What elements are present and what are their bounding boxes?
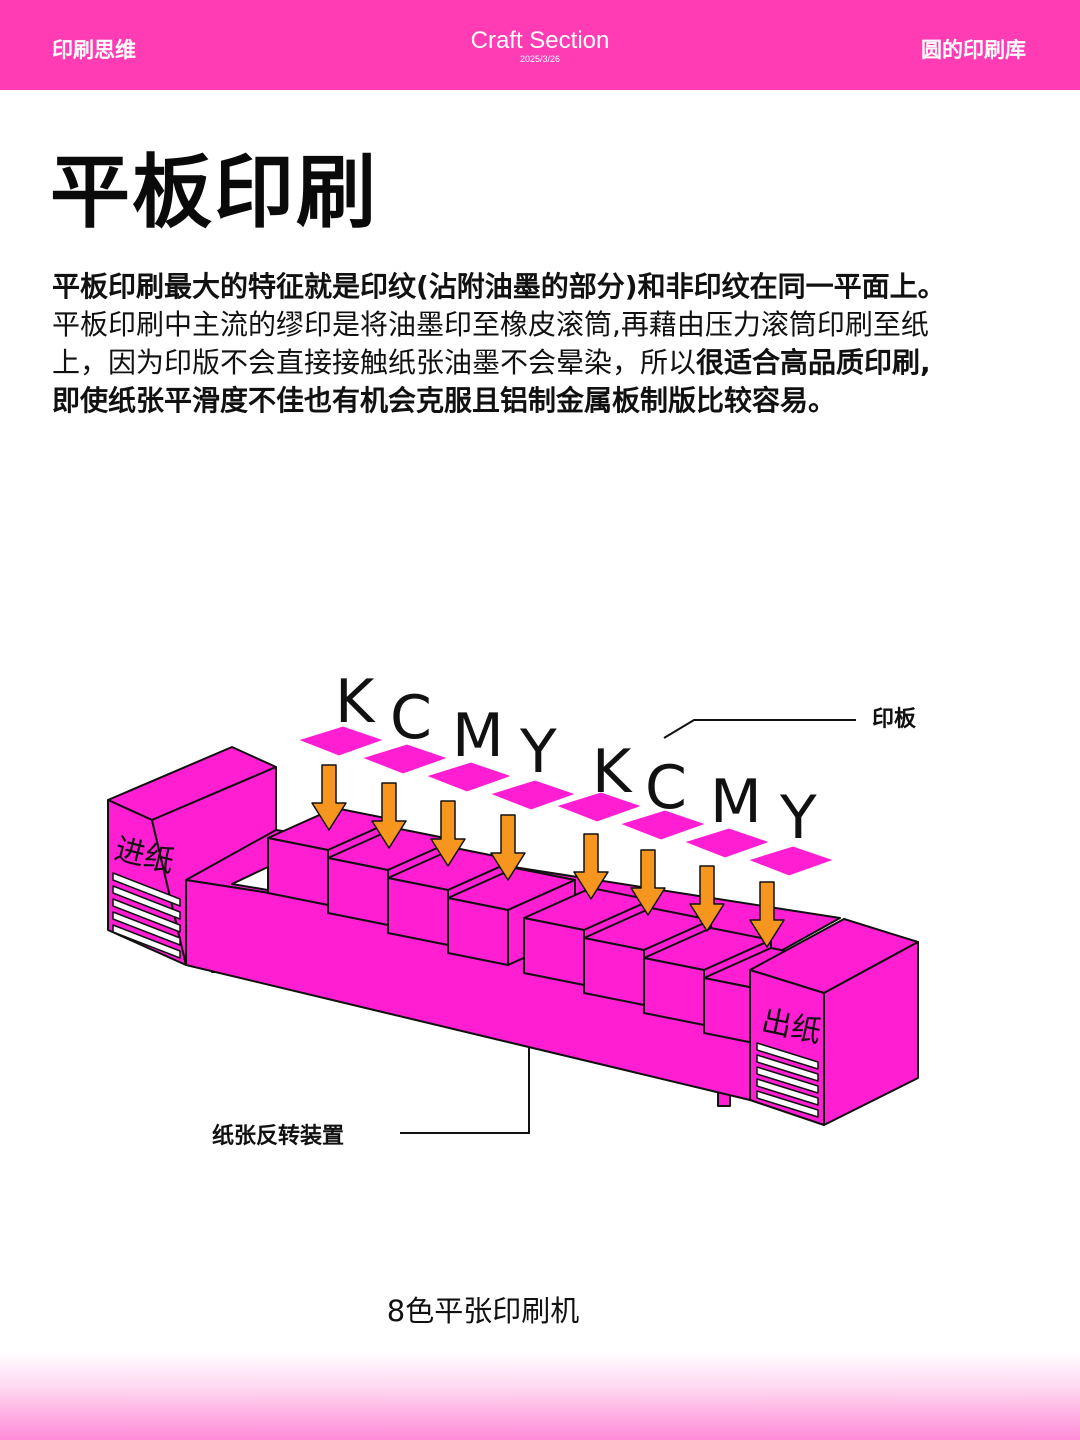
brand-date: 2025/3/26 xyxy=(519,54,561,64)
description: 平板印刷最大的特征就是印纹(沾附油墨的部分)和非印纹在同一平面上。 平板印刷中主… xyxy=(52,268,1042,420)
description-line-3-normal: 上，因为印版不会直接接触纸张油墨不会晕染，所以 xyxy=(52,346,697,379)
top-banner: 印刷思维 Craft Section 2025/3/26 圆的印刷库 xyxy=(0,0,1080,90)
description-line-2: 平板印刷中主流的缪印是将油墨印至橡皮滚筒,再藉由压力滚筒印刷至纸 xyxy=(52,308,929,341)
plate xyxy=(618,809,708,841)
label-reverser: 纸张反转装置 xyxy=(212,1123,344,1149)
brand-name: Craft Section xyxy=(470,27,610,54)
plate-letter: Y xyxy=(519,717,557,787)
arrow-down-icon xyxy=(573,833,609,900)
arrow-down-icon xyxy=(630,849,666,916)
page-title: 平板印刷 xyxy=(50,146,378,239)
plate-letter: C xyxy=(645,753,687,823)
arrow-down-icon xyxy=(689,865,725,932)
footer-gradient xyxy=(0,1352,1080,1440)
plate-letter: M xyxy=(710,767,762,837)
plate-letter: Y xyxy=(779,783,817,853)
plate xyxy=(488,779,578,811)
feed-vent-icon xyxy=(112,872,181,959)
press-diagram: K C M Y K C M Y 印板 进纸 出纸 纸张反转装置 xyxy=(107,667,919,1149)
description-line-3-bold: 很适合高品质印刷, xyxy=(696,346,931,379)
arrow-down-icon xyxy=(749,881,785,948)
description-line-1: 平板印刷最大的特征就是印纹(沾附油墨的部分)和非印纹在同一平面上。 xyxy=(52,270,946,303)
label-plate: 印板 xyxy=(872,707,917,732)
description-line-4: 即使纸张平滑度不佳也有机会克服且铝制金属板制版比较容易。 xyxy=(52,384,837,417)
printing-plates xyxy=(296,725,836,877)
plate-letter: M xyxy=(452,701,504,771)
arrow-down-icon xyxy=(430,800,466,867)
plate xyxy=(554,791,644,823)
plate xyxy=(746,845,836,877)
plate-letter: C xyxy=(390,683,432,753)
arrow-down-icon xyxy=(371,782,407,849)
out-vent-icon xyxy=(756,1042,819,1118)
description-line-3: 上，因为印版不会直接接触纸张油墨不会晕染，所以很适合高品质印刷, xyxy=(52,344,1042,382)
plate xyxy=(296,725,386,757)
header-left-label: 印刷思维 xyxy=(52,38,136,62)
reverser-leader-line xyxy=(400,1048,530,1134)
out-tower-side xyxy=(823,941,919,1126)
header-brand: Craft Section 2025/3/26 xyxy=(0,27,1080,65)
plate xyxy=(424,761,514,793)
transfer-arrows xyxy=(311,764,785,948)
plate-letter: K xyxy=(335,667,376,737)
header-right-label: 圆的印刷库 xyxy=(921,38,1026,62)
figure-caption: 8色平张印刷机 xyxy=(386,1294,580,1328)
arrow-down-icon xyxy=(311,764,347,831)
plate xyxy=(682,827,772,859)
arrow-down-icon xyxy=(490,814,526,881)
plate-letter: K xyxy=(592,737,633,807)
plate-leader-line xyxy=(663,719,856,739)
plate xyxy=(360,743,450,775)
